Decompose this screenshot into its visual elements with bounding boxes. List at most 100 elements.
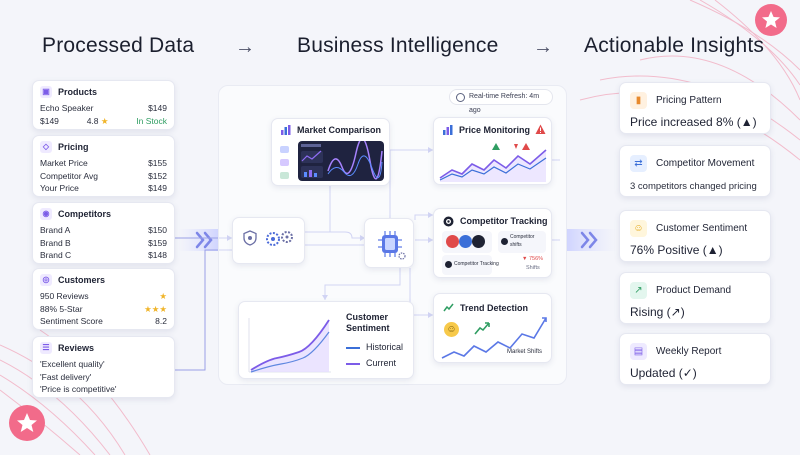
tile-label: shifts: [510, 242, 522, 248]
products-row: $149 4.8 ★ In Stock: [40, 115, 167, 128]
data-hub-node: [232, 217, 305, 264]
clock-icon: [456, 93, 465, 102]
heading-business-intelligence: Business Intelligence: [297, 34, 499, 57]
insight-title: Competitor Movement: [656, 158, 755, 169]
refresh-indicator: Real-time Refresh: 4m ago: [449, 89, 553, 114]
market-comparison-card: Market Comparison: [271, 118, 390, 186]
insight-card-product-demand: ↗ Product Demand Rising (↗): [619, 272, 771, 324]
review-quote: 'Price is competitive': [40, 384, 117, 394]
market-dashboard-thumbnail: [298, 141, 384, 181]
star-icon: ★: [100, 115, 109, 126]
insight-card-pricing-pattern: ▮ Pricing Pattern Price increased 8% (▲): [619, 82, 771, 134]
bar-chart-icon: ▮: [630, 92, 647, 109]
processor-chip-icon: [378, 231, 406, 260]
smiley-icon: ☺: [630, 220, 647, 237]
shift-label: Shifts: [526, 265, 540, 271]
market-comparison-title: Market Comparison: [297, 125, 382, 135]
heading-actionable-insights: Actionable Insights: [584, 34, 765, 57]
warning-icon: [535, 124, 546, 134]
chart-bars-icon: [281, 125, 291, 135]
competitors-card: ◉ Competitors Brand A$150 Brand B$159 Bra…: [32, 202, 175, 264]
insight-title: Pricing Pattern: [656, 95, 722, 106]
competitor-tracking-title: Competitor Tracking: [460, 216, 548, 226]
product-rating: 4.8 ★: [86, 115, 109, 126]
processor-chip-node: [364, 218, 414, 268]
customer-row: 950 Reviews★: [40, 291, 167, 301]
chart-bars-icon: [443, 125, 453, 135]
competitor-row: Brand C$148: [40, 250, 167, 260]
competitors-title: Competitors: [58, 209, 112, 219]
competitor-tracking-tile: Competitor Tracking: [442, 255, 499, 275]
reviews-title: Reviews: [58, 343, 95, 353]
trend-detection-card: Trend Detection ☺ Market Shifts: [433, 293, 552, 363]
mini-icon: [280, 159, 289, 166]
list-icon: ☰: [40, 342, 52, 354]
pricing-card: ◇ Pricing Market Price$155 Competitor Avg…: [32, 135, 175, 197]
shift-change: ▼ 756%: [522, 256, 544, 262]
legend-historical: Historical: [346, 342, 403, 352]
trend-sparkline: [441, 317, 547, 359]
box-icon: ▣: [40, 86, 52, 98]
star-badge-icon: [9, 405, 45, 441]
document-icon: ▤: [630, 343, 647, 360]
product-name: Echo Speaker: [40, 103, 94, 113]
sentiment-title-line1: Customer: [346, 312, 389, 322]
arrow-right-icon: →: [235, 36, 255, 58]
users-icon: ◉: [40, 208, 52, 220]
arrow-right-icon: →: [533, 36, 553, 58]
brand-logo-icon: [459, 235, 472, 248]
trend-detection-title: Trend Detection: [460, 303, 529, 313]
stars-icon: ★★★: [144, 303, 167, 314]
target-icon: [445, 261, 452, 268]
insight-value: Rising (↗): [630, 305, 685, 319]
product-price-small: $149: [40, 115, 59, 126]
product-price: $149: [148, 103, 167, 113]
mini-icon: [280, 172, 289, 179]
insight-value: 3 competitors changed pricing: [630, 181, 757, 192]
legend-current: Current: [346, 358, 396, 368]
trend-caption: Market Shifts: [507, 349, 543, 355]
insight-title: Weekly Report: [656, 346, 722, 357]
tag-icon: ◇: [40, 141, 52, 153]
insight-value: Price increased 8% (▲): [630, 115, 757, 129]
price-monitoring-title: Price Monitoring: [459, 125, 531, 135]
review-quote: 'Excellent quality': [40, 359, 105, 369]
insight-value: Updated (✓): [630, 366, 697, 380]
competitor-logos-tile: [442, 231, 492, 253]
target-icon: [443, 216, 454, 227]
insight-card-weekly-report: ▤ Weekly Report Updated (✓): [619, 333, 771, 385]
tile-label: Competitor: [510, 234, 535, 240]
heading-processed-data: Processed Data: [42, 34, 195, 57]
products-card: ▣ Products Echo Speaker $149 $149 4.8 ★ In S…: [32, 80, 175, 130]
insight-card-customer-sentiment: ☺Customer Sentiment 76% Positive (▲): [619, 210, 771, 262]
competitor-shifts-tile: Competitor shifts: [498, 231, 546, 253]
pricing-row: Competitor Avg$152: [40, 170, 167, 181]
pricing-title: Pricing: [58, 142, 89, 152]
brand-logo-icon: [446, 235, 459, 248]
star-badge-icon: [755, 4, 787, 36]
shield-icon: [243, 230, 257, 246]
tile-label: Competitor Tracking: [454, 261, 499, 267]
customer-sentiment-card: Customer Sentiment Historical Current: [238, 301, 414, 379]
people-icon: ◎: [40, 274, 52, 286]
competitor-row: Brand B$159: [40, 237, 167, 248]
refresh-text: Real-time Refresh: 4m ago: [469, 93, 540, 114]
trend-up-icon: ↗: [630, 282, 647, 299]
brand-logo-icon: [472, 235, 485, 248]
mini-icon: [280, 146, 289, 153]
pricing-row: Your Price$149: [40, 183, 167, 193]
pricing-row: Market Price$155: [40, 158, 167, 168]
sentiment-title-line2: Sentiment: [346, 323, 390, 333]
sentiment-area-chart: [248, 318, 331, 373]
review-quote: 'Fast delivery': [40, 371, 92, 382]
insight-title: Product Demand: [656, 285, 732, 296]
products-title: Products: [58, 87, 98, 97]
price-monitoring-card: Price Monitoring: [433, 117, 552, 185]
customers-title: Customers: [58, 275, 106, 285]
stock-status: In Stock: [136, 115, 167, 126]
competitor-row: Brand A$150: [40, 225, 167, 235]
star-icon: ★: [159, 291, 167, 301]
trend-arrow-icon: [474, 322, 490, 335]
smiley-icon: ☺: [444, 322, 459, 337]
